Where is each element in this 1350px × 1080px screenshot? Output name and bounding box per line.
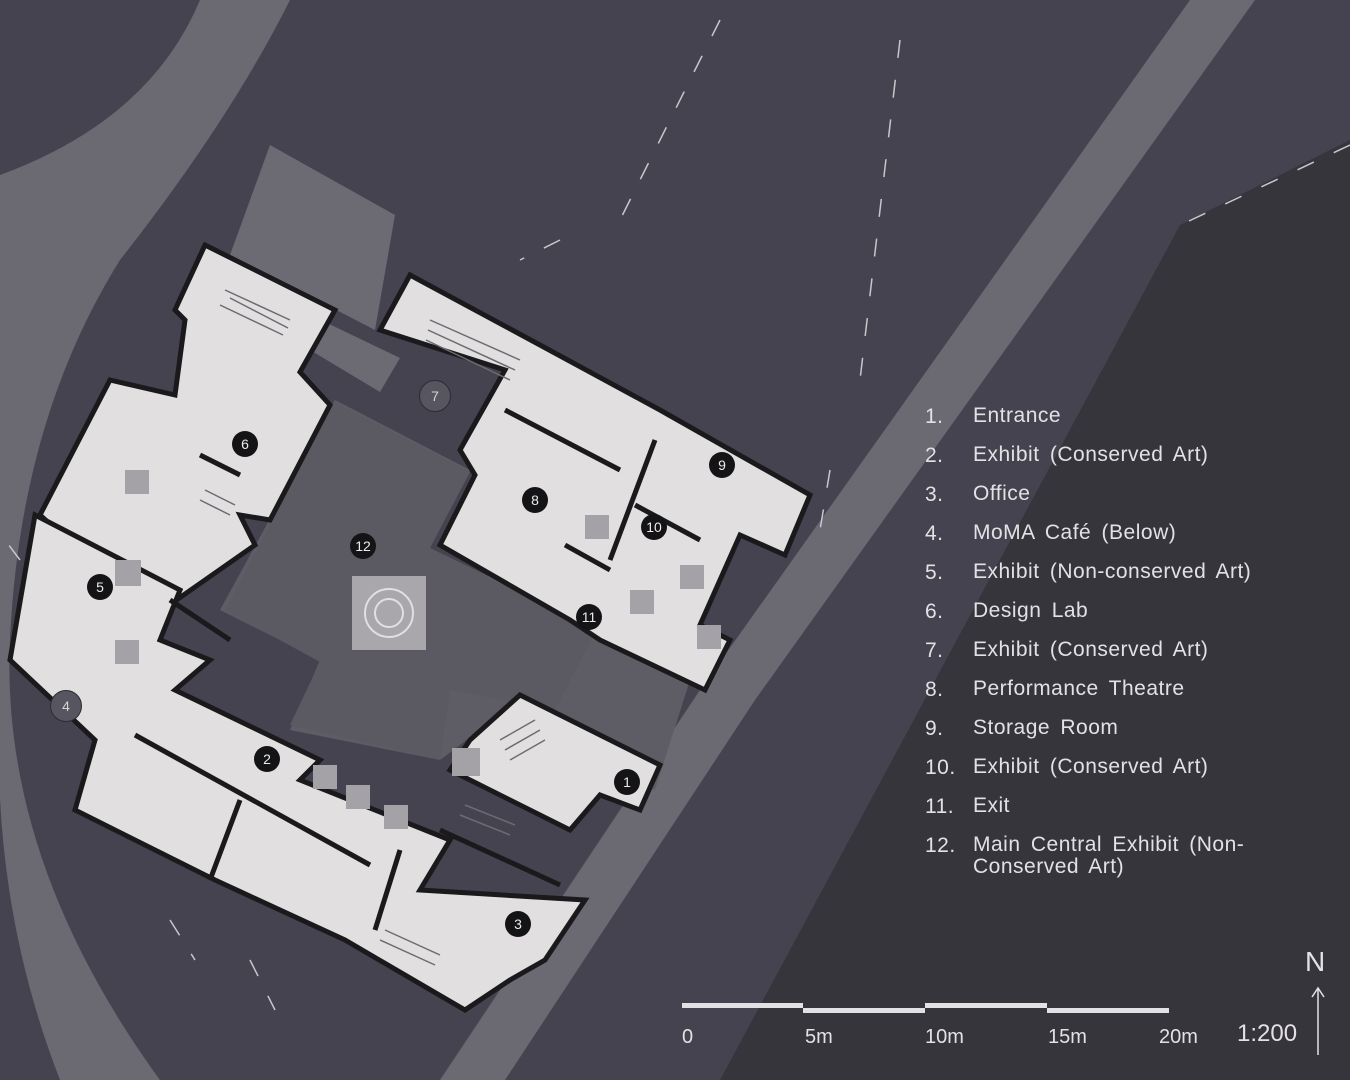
scale-label-0: 0 [682, 1026, 694, 1048]
legend-number: 8. [925, 678, 944, 701]
legend-number: 5. [925, 561, 944, 584]
legend-item: 5. Exhibit (Non-conserved Art) [925, 561, 1325, 600]
scale-label-15m: 15m [1048, 1026, 1087, 1048]
legend-label: Main Central Exhibit (Non-Conserved Art) [973, 833, 1245, 878]
legend-number: 9. [925, 717, 944, 740]
legend: 1. Entrance 2. Exhibit (Conserved Art) 3. O… [925, 405, 1325, 878]
scale-ratio: 1:200 [1237, 1020, 1298, 1047]
legend-number: 11. [925, 795, 955, 818]
scale-label-10m: 10m [925, 1026, 964, 1048]
interior-walls [133, 407, 702, 931]
marker-exhibit-non-conserved-art: 5 [87, 574, 113, 600]
scale-label-5m: 5m [805, 1026, 833, 1048]
legend-number: 10. [925, 756, 956, 779]
main-road [440, 0, 1255, 1080]
north-label: N [1305, 946, 1326, 977]
legend-item: 12. Main Central Exhibit (Non-Conserved A… [925, 834, 1325, 878]
stairs [199, 289, 546, 966]
legend-label: Exhibit (Non-conserved Art) [973, 560, 1252, 583]
marker-exhibit-conserved-art-10: 10 [641, 514, 667, 540]
north-canopy [230, 145, 395, 330]
marker-exhibit-conserved-art-2: 2 [254, 746, 280, 772]
marker-exit: 11 [576, 604, 602, 630]
marker-entrance: 1 [614, 769, 640, 795]
legend-label: Performance Theatre [973, 677, 1185, 700]
north-arrow-icon [1311, 986, 1325, 1055]
left-path [0, 0, 290, 1080]
scale-label-20m: 20m [1159, 1026, 1198, 1048]
legend-label: Exit [973, 794, 1011, 817]
legend-number: 3. [925, 483, 944, 506]
legend-label: Exhibit (Conserved Art) [973, 443, 1209, 466]
marker-main-central-exhibit: 12 [350, 533, 376, 559]
legend-label: Exhibit (Conserved Art) [973, 638, 1209, 661]
legend-item: 1. Entrance [925, 405, 1325, 444]
legend-number: 1. [925, 405, 944, 428]
legend-label: Storage Room [973, 716, 1119, 739]
legend-item: 2. Exhibit (Conserved Art) [925, 444, 1325, 483]
legend-number: 4. [925, 522, 944, 545]
legend-number: 12. [925, 834, 956, 857]
marker-design-lab: 6 [232, 431, 258, 457]
legend-item: 3. Office [925, 483, 1325, 522]
legend-item: 4. MoMA Café (Below) [925, 522, 1325, 561]
legend-number: 6. [925, 600, 944, 623]
central-sculpture [352, 576, 426, 650]
lane-markings [4, 19, 1350, 1011]
marker-moma-cafe: 4 [50, 690, 82, 722]
legend-number: 2. [925, 444, 944, 467]
legend-item: 6. Design Lab [925, 600, 1325, 639]
legend-item: 8. Performance Theatre [925, 678, 1325, 717]
marker-exhibit-conserved-art-7: 7 [419, 380, 451, 412]
marker-storage-room: 9 [709, 452, 735, 478]
scale-bar [682, 1003, 1169, 1013]
right-dark-area [720, 140, 1350, 1080]
marker-performance-theatre: 8 [522, 487, 548, 513]
legend-item: 10. Exhibit (Conserved Art) [925, 756, 1325, 795]
legend-item: 9. Storage Room [925, 717, 1325, 756]
legend-item: 11. Exit [925, 795, 1325, 834]
marker-office: 3 [505, 911, 531, 937]
legend-number: 7. [925, 639, 944, 662]
legend-label: Office [973, 482, 1031, 505]
legend-label: Entrance [973, 404, 1062, 427]
exhibit-tiles [115, 470, 721, 829]
legend-label: Exhibit (Conserved Art) [973, 755, 1209, 778]
legend-label: Design Lab [973, 599, 1089, 622]
legend-item: 7. Exhibit (Conserved Art) [925, 639, 1325, 678]
legend-label: MoMA Café (Below) [973, 521, 1177, 544]
